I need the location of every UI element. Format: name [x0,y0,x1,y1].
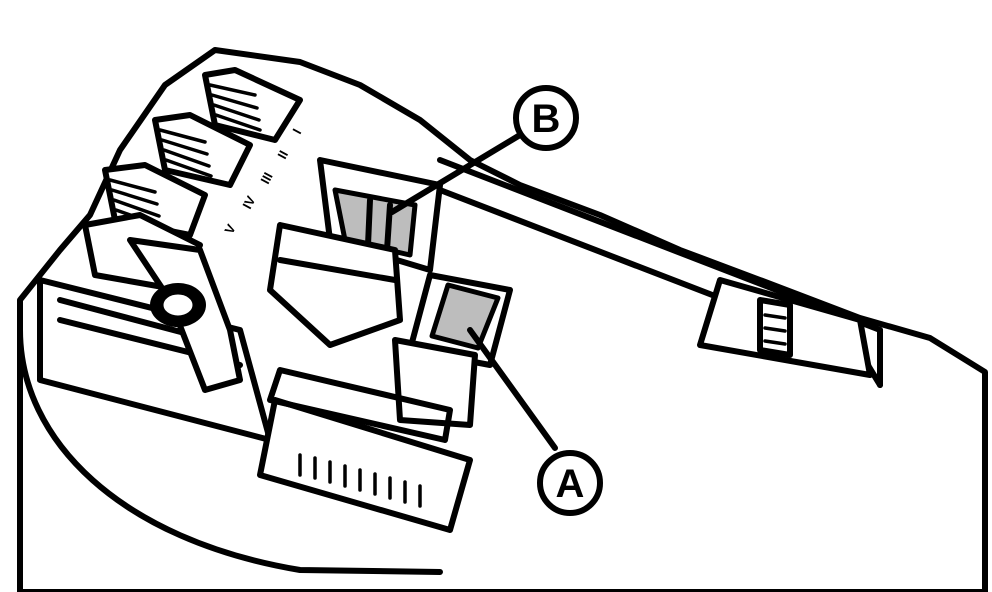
upper-center-lever [267,157,443,348]
thumbwheel [257,367,473,533]
leader-line-a [467,327,558,451]
callout-a: A [537,450,603,516]
callout-b-label: B [532,97,561,141]
component-a-highlight [429,282,501,351]
leader-line-b [389,132,523,215]
scale-mark-1: I [289,126,304,136]
lever-stack [82,67,303,293]
callout-a-label: A [556,462,585,506]
right-lever [697,277,873,378]
callout-b: B [513,85,579,151]
